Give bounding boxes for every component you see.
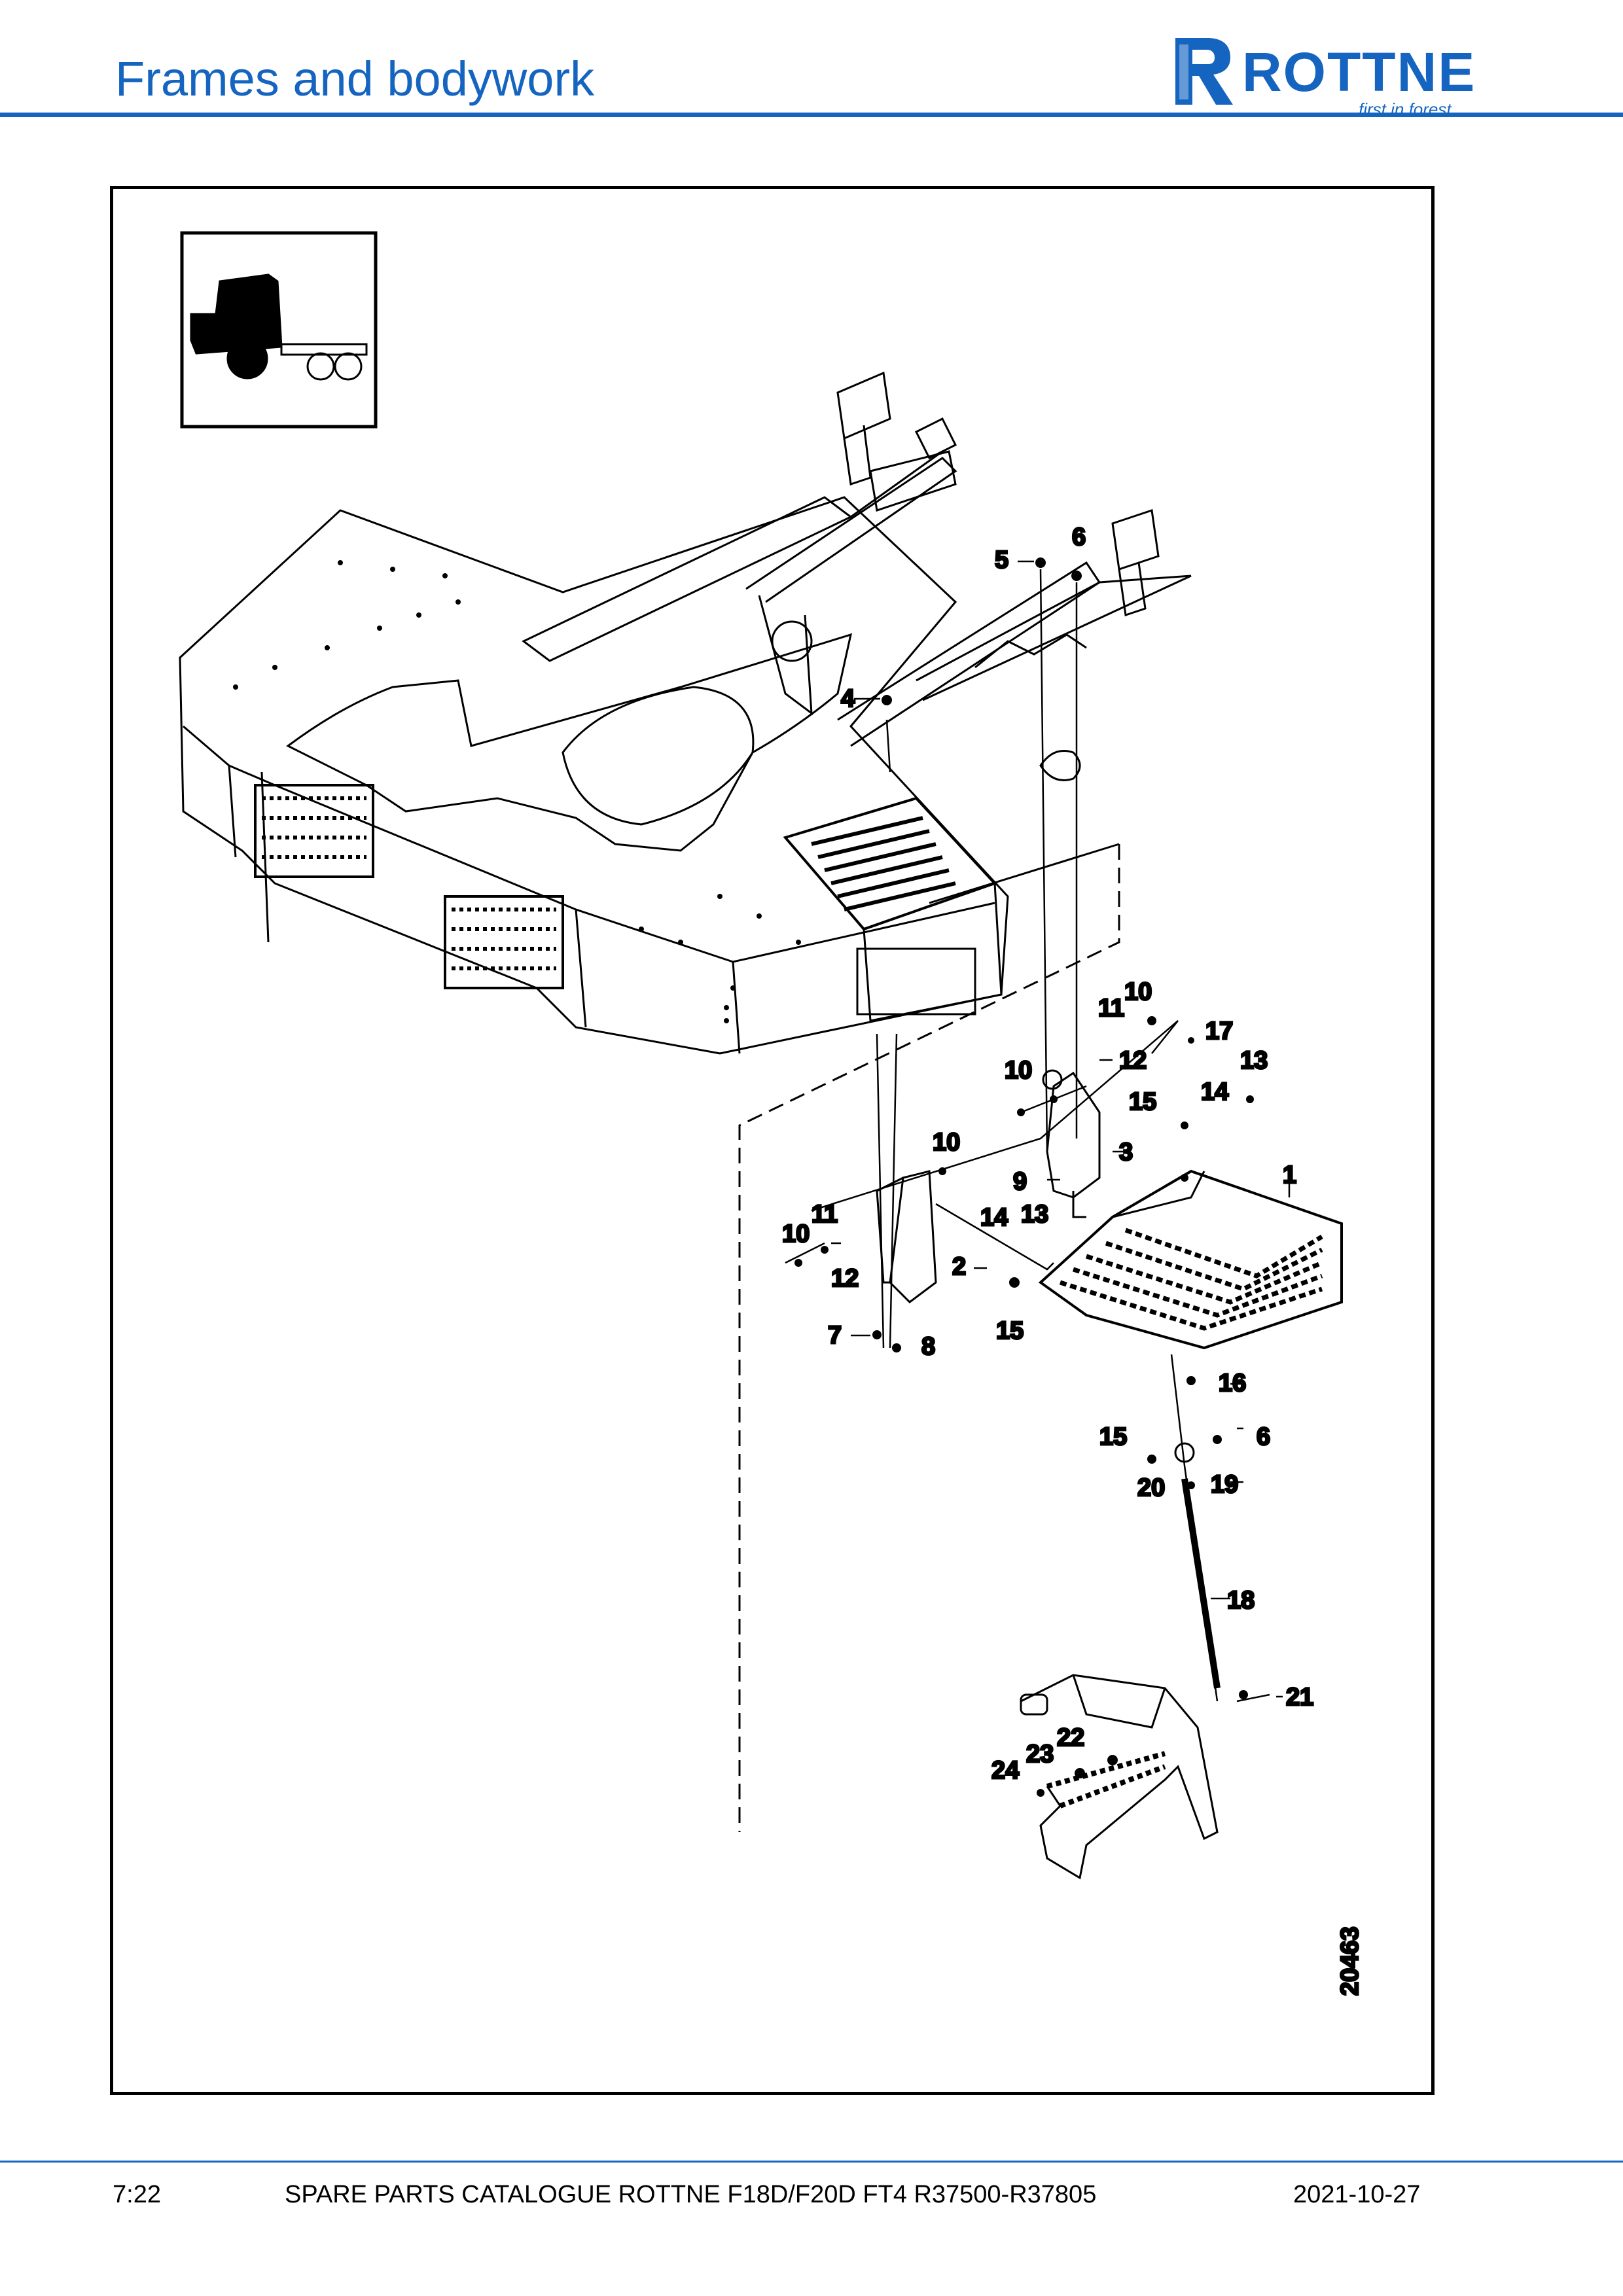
callout-leaders [831,560,1291,1698]
callout-1: 1 [1283,1161,1296,1189]
callout-24: 24 [991,1757,1019,1784]
callout-21: 21 [1286,1684,1313,1711]
assembly-lines [785,569,1270,1703]
callout-17: 17 [1205,1017,1233,1045]
front-frame-drawing [179,371,1192,1055]
callout-15: 15 [996,1317,1024,1345]
callout-13: 13 [1240,1047,1268,1074]
page-title: Frames and bodywork [115,52,595,106]
rottne-r-mark-icon [1175,38,1233,105]
callout-4: 4 [841,685,855,713]
callout-16: 16 [1219,1369,1246,1397]
callout-5: 5 [995,546,1008,574]
logo-wordmark: ROTTNE [1242,41,1476,103]
part-step-platform-1 [1038,1169,1343,1350]
callout-15: 15 [1129,1088,1156,1116]
callout-13: 13 [1021,1201,1048,1228]
callout-10: 10 [1005,1057,1032,1084]
callout-10: 10 [1124,978,1152,1006]
fastener-symbols [794,557,1254,1797]
callout-19: 19 [1211,1471,1238,1498]
callout-11: 11 [812,1201,838,1228]
callout-3: 3 [1119,1139,1133,1166]
machine-front-section-icon [180,231,378,429]
callout-15: 15 [1099,1423,1127,1451]
catalogue-title: SPARE PARTS CATALOGUE ROTTNE F18D/F20D F… [285,2181,1097,2208]
part-bracket-2 [876,1170,937,1303]
exploded-group-boundary [738,844,1120,1832]
callout-10: 10 [782,1220,810,1248]
callout-12: 12 [831,1265,859,1292]
callout-14: 14 [980,1204,1008,1231]
callout-8: 8 [921,1333,935,1360]
callout-12: 12 [1119,1047,1147,1074]
callout-6: 6 [1257,1423,1270,1451]
callout-2: 2 [952,1253,966,1280]
callout-7: 7 [828,1322,842,1349]
callout-22: 22 [1057,1724,1084,1752]
part-lower-step [1020,1442,1221,1880]
part-bracket-3 [1042,1069,1101,1218]
callout-14: 14 [1201,1078,1228,1106]
callout-20: 20 [1137,1474,1165,1502]
callout-6: 6 [1072,523,1086,551]
page-number: 7:22 [113,2181,161,2208]
callout-18: 18 [1227,1587,1255,1614]
header-divider [0,113,1623,117]
callout-10: 10 [933,1129,960,1156]
drawing-number: 20463 [1336,1926,1364,1996]
diagram-frame [110,186,1435,2095]
callout-11: 11 [1098,995,1124,1022]
callout-9: 9 [1013,1168,1027,1195]
publish-date: 2021-10-27 [1293,2181,1421,2208]
callout-23: 23 [1026,1740,1054,1768]
footer-divider [0,2161,1623,2163]
